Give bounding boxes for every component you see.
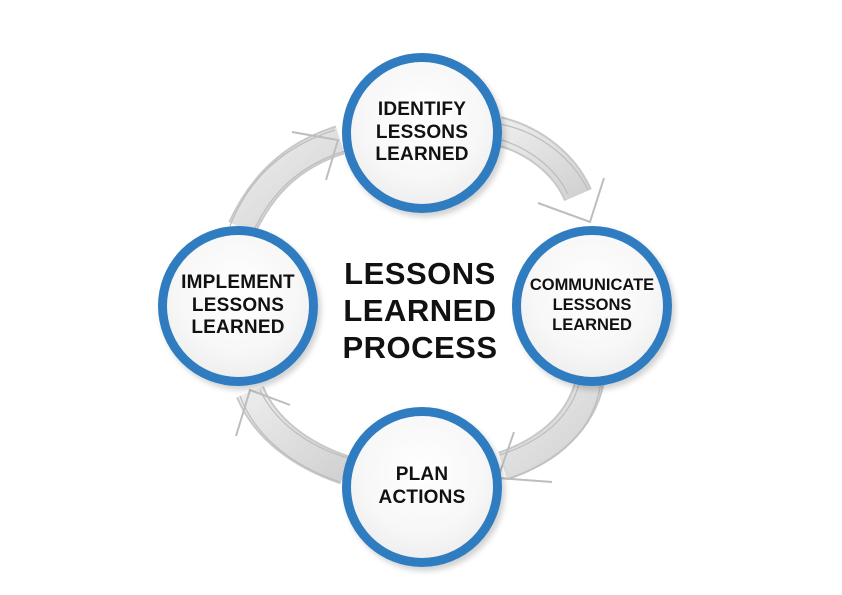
step-identify-label: IDENTIFY LESSONS LEARNED	[375, 98, 469, 166]
diagram-title: LESSONS LEARNED PROCESS	[342, 256, 498, 366]
step-communicate-circle: COMMUNICATE LESSONS LEARNED	[512, 226, 672, 386]
arrow-communicate-to-plan	[496, 376, 605, 483]
arrow-implement-to-identify	[228, 125, 346, 235]
step-implement-label: IMPLEMENT LESSONS LEARNED	[181, 271, 295, 339]
step-communicate-label: COMMUNICATE LESSONS LEARNED	[529, 276, 655, 334]
step-plan-actions-circle: PLAN ACTIONS	[342, 407, 502, 567]
step-plan-actions-label: PLAN ACTIONS	[378, 464, 466, 508]
arrow-plan-to-implement	[235, 385, 350, 485]
step-implement-circle: IMPLEMENT LESSONS LEARNED	[158, 226, 318, 386]
step-identify-circle: IDENTIFY LESSONS LEARNED	[342, 53, 502, 213]
arrow-identify-to-communicate	[493, 116, 605, 224]
